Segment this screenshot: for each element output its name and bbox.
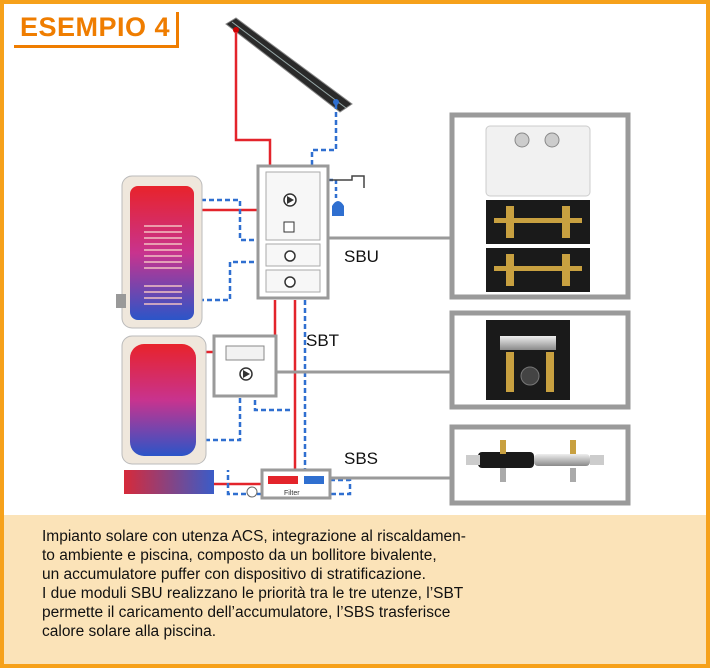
sbt-schematic xyxy=(212,334,278,398)
example-title: ESEMPIO 4 xyxy=(14,12,180,48)
sbt-photo xyxy=(449,310,631,410)
sbu-label: SBU xyxy=(344,247,379,266)
system-diagram: Filter SBU SBT SBS xyxy=(116,17,631,506)
filter-label: Filter xyxy=(284,490,300,497)
bivalent-boiler xyxy=(116,175,203,329)
sbs-schematic: Filter xyxy=(260,468,332,500)
connector-lines xyxy=(276,236,452,480)
caption-line: permette il caricamento dell’accumulator… xyxy=(42,604,451,621)
sbs-photo xyxy=(449,424,631,506)
sbs-label: SBS xyxy=(344,449,378,468)
caption-line: Impianto solare con utenza ACS, integraz… xyxy=(42,528,466,545)
pool xyxy=(124,470,258,498)
caption-line: I due moduli SBU realizzano le priorità … xyxy=(42,585,464,602)
sbu-photo xyxy=(449,112,631,300)
solar-collector xyxy=(225,17,353,113)
caption-line: calore solare alla piscina. xyxy=(42,623,217,640)
sbu-schematic xyxy=(256,164,344,300)
puffer-tank xyxy=(121,335,207,465)
caption-line: to ambiente e piscina, composto da un bo… xyxy=(42,547,437,564)
sbt-label: SBT xyxy=(306,331,339,350)
caption-line: un accumulatore puffer con dispositivo d… xyxy=(42,566,426,583)
caption-box: Impianto solare con utenza ACS, integraz… xyxy=(4,515,706,664)
